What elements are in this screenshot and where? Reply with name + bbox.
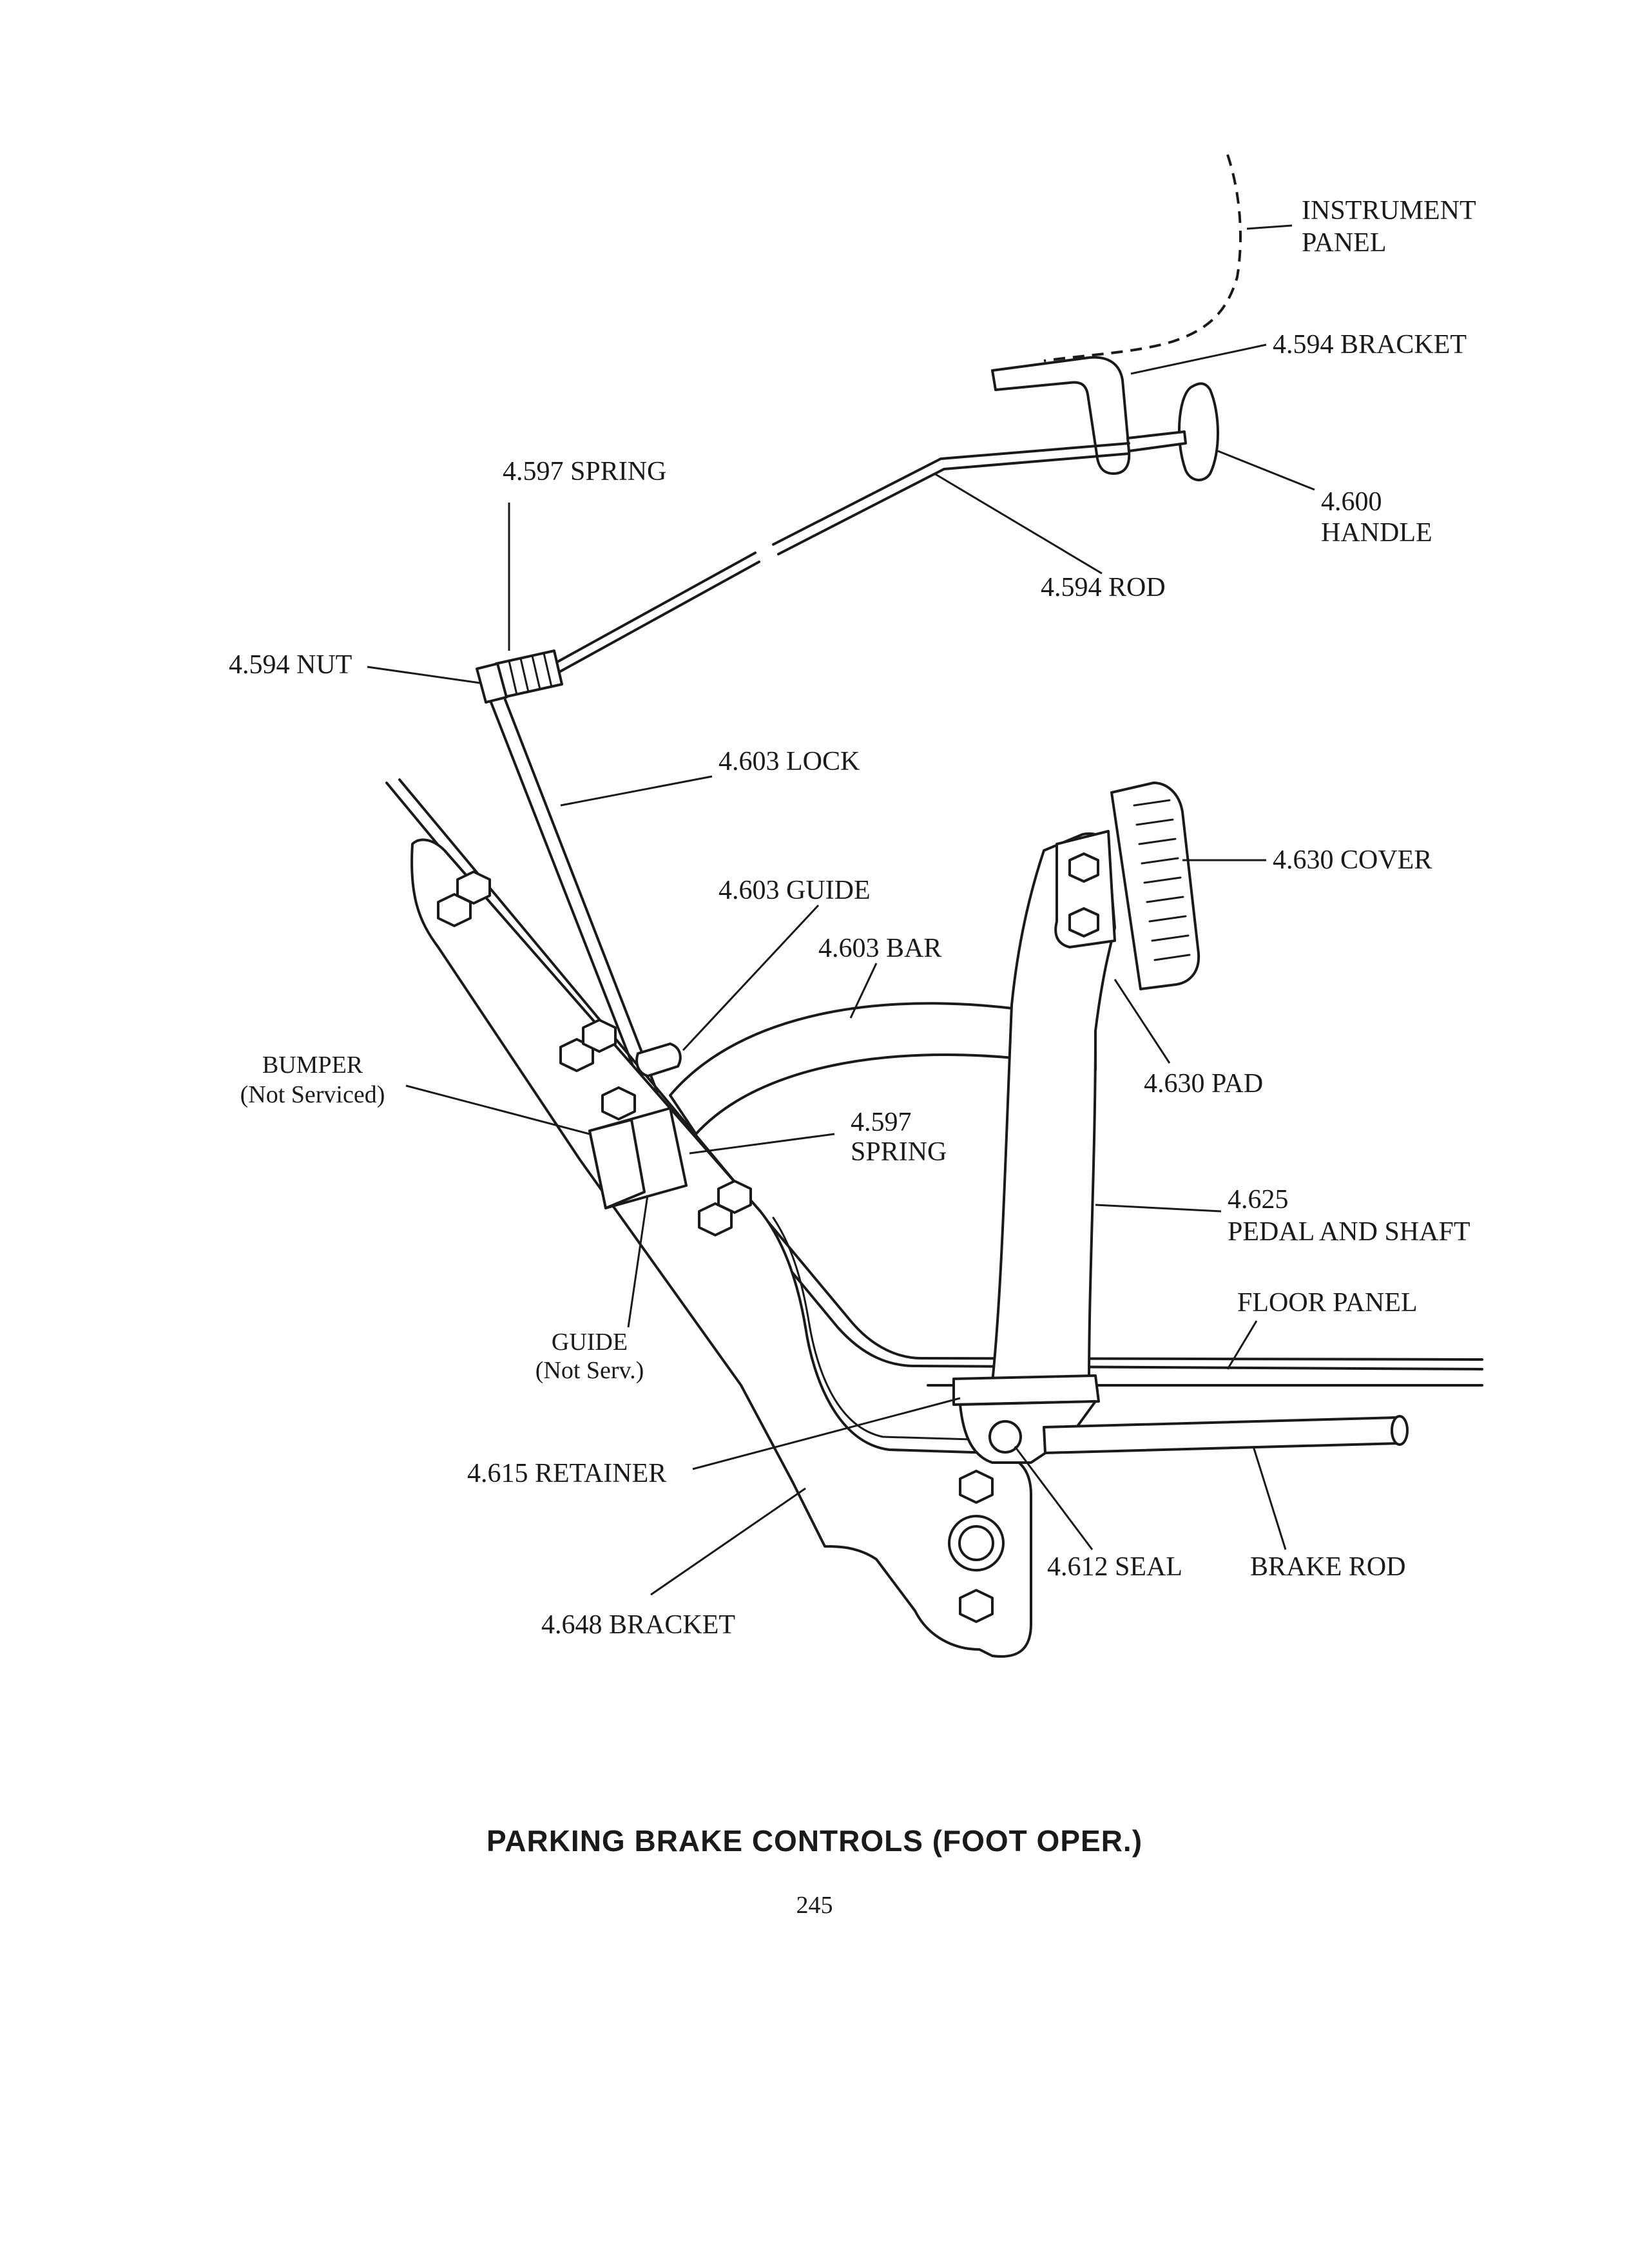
label-pad-630: 4.630 PAD bbox=[1144, 1069, 1263, 1099]
label-seal-612: 4.612 SEAL bbox=[1047, 1552, 1182, 1582]
lock-rod bbox=[490, 701, 646, 1097]
page-number: 245 bbox=[796, 1892, 833, 1919]
seal-ring bbox=[988, 1420, 1022, 1454]
label-cover-630: 4.630 COVER bbox=[1273, 845, 1432, 875]
label-lock-603: 4.603 LOCK bbox=[718, 747, 860, 776]
spring-coil-turns bbox=[508, 652, 553, 696]
brake-rod-end bbox=[1391, 1415, 1409, 1446]
label-floor-panel: FLOOR PANEL bbox=[1237, 1288, 1418, 1318]
upper-rod bbox=[772, 442, 1130, 546]
handle-stem bbox=[1126, 430, 1187, 452]
bracket-bolts bbox=[437, 870, 1005, 1623]
label-bracket-648: 4.648 BRACKET bbox=[541, 1610, 735, 1640]
brake-rod bbox=[1043, 1416, 1401, 1454]
label-brake-rod: BRAKE ROD bbox=[1250, 1552, 1406, 1582]
leader-lines bbox=[367, 224, 1315, 1596]
label-guide-ns: GUIDE(Not Serv.) bbox=[535, 1329, 644, 1384]
rod-break-lower bbox=[553, 552, 757, 665]
pedal-bolt-2 bbox=[1068, 907, 1099, 937]
handle-part bbox=[1177, 382, 1219, 481]
bracket-inner-edge bbox=[772, 1216, 994, 1441]
pedal-pad bbox=[1110, 782, 1200, 990]
dash-flange-line-2 bbox=[398, 778, 1483, 1361]
lock-rod-edge bbox=[504, 698, 659, 1093]
figure-caption: PARKING BRAKE CONTROLS (FOOT OPER.) bbox=[486, 1824, 1143, 1858]
upper-rod-lower-edge bbox=[777, 452, 1130, 555]
label-bar-603: 4.603 BAR bbox=[818, 934, 941, 963]
rod-break-lower-edge bbox=[557, 561, 760, 674]
pedal-pad-ribs bbox=[1133, 799, 1191, 961]
dash-flange-line bbox=[385, 782, 1483, 1370]
spring-coil bbox=[495, 649, 563, 698]
label-guide-603: 4.603 GUIDE bbox=[718, 876, 871, 905]
label-bracket-594: 4.594 BRACKET bbox=[1273, 330, 1467, 360]
label-retainer-615: 4.615 RETAINER bbox=[467, 1459, 666, 1488]
instrument-panel-outline bbox=[1043, 154, 1242, 362]
label-bumper: BUMPER(Not Serviced) bbox=[240, 1052, 385, 1108]
bumper-block bbox=[588, 1119, 646, 1209]
guide-pin bbox=[635, 1043, 682, 1077]
retainer-part bbox=[952, 1374, 1100, 1406]
nut-part bbox=[476, 662, 508, 704]
label-rod-594: 4.594 ROD bbox=[1041, 573, 1166, 602]
label-spring-597-top: 4.597 SPRING bbox=[503, 457, 666, 486]
pedal-bolt-1 bbox=[1068, 852, 1099, 883]
label-nut-594: 4.594 NUT bbox=[229, 650, 352, 680]
upper-bracket-part bbox=[991, 356, 1131, 475]
